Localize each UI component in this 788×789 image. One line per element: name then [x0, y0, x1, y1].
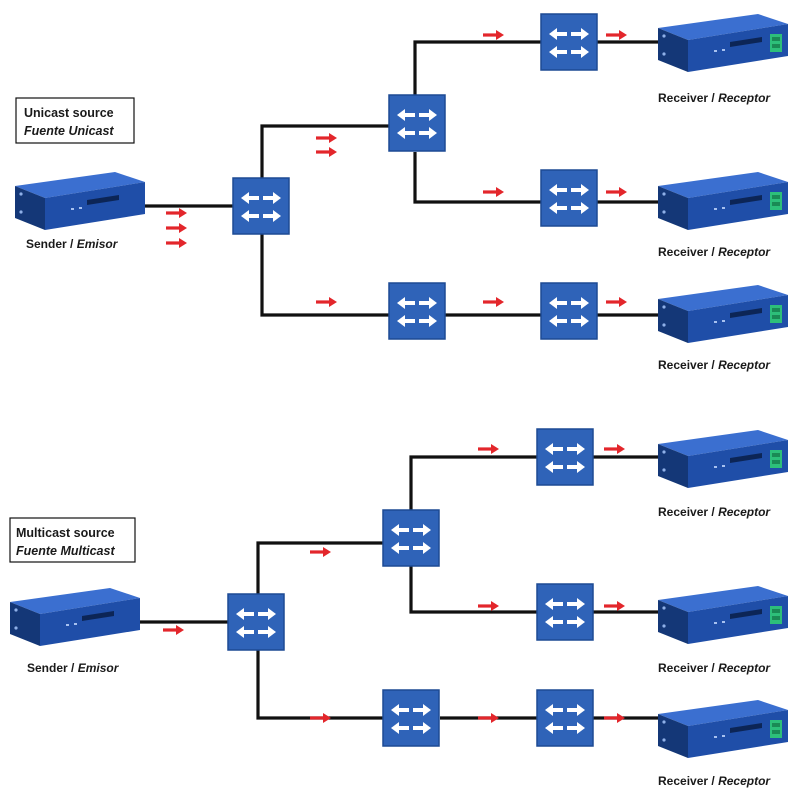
multicast-branch-switch-icon	[382, 509, 440, 567]
multicast-section: Multicast source Fuente Multicast Sender…	[9, 428, 788, 788]
multicast-receiver-3-device-icon	[658, 700, 788, 758]
unicast-receiver-1-label: Receiver / Receptor	[658, 91, 771, 105]
multicast-receiver-1-device-icon	[658, 430, 788, 488]
multicast-bottom-switch-a-icon	[382, 689, 440, 747]
multicast-source-subtitle: Fuente Multicast	[16, 544, 115, 558]
multicast-source-box: Multicast source Fuente Multicast	[9, 517, 136, 563]
multicast-receiver-2-label: Receiver / Receptor	[658, 661, 771, 675]
unicast-receiver-1-device-icon	[658, 14, 788, 72]
unicast-source-box: Unicast source Fuente Unicast	[15, 97, 135, 144]
unicast-section: Unicast source Fuente Unicast Sender / E…	[15, 13, 788, 372]
unicast-links	[145, 40, 660, 317]
unicast-receiver-3-label: Receiver / Receptor	[658, 358, 771, 372]
multicast-receiver-2-device-icon	[658, 586, 788, 644]
unicast-receiver-3-device-icon	[658, 285, 788, 343]
unicast-sender-device-icon	[15, 172, 145, 230]
multicast-bottom-switch-b-icon	[536, 689, 594, 747]
multicast-edge-switch-middle-icon	[536, 583, 594, 641]
unicast-receiver-2-device-icon	[658, 172, 788, 230]
unicast-branch-switch-icon	[388, 94, 446, 152]
multicast-source-title: Multicast source	[16, 526, 115, 540]
unicast-bottom-switch-b-icon	[540, 282, 598, 340]
multicast-sender-device-icon	[10, 588, 140, 646]
unicast-source-title: Unicast source	[24, 106, 114, 120]
multicast-sender-label: Sender / Emisor	[27, 661, 120, 675]
unicast-bottom-switch-a-icon	[388, 282, 446, 340]
unicast-edge-switch-middle-icon	[540, 169, 598, 227]
unicast-edge-switch-top-icon	[540, 13, 598, 71]
multicast-edge-switch-top-icon	[536, 428, 594, 486]
multicast-core-switch-icon	[227, 593, 285, 651]
unicast-source-subtitle: Fuente Unicast	[24, 124, 114, 138]
multicast-receiver-3-label: Receiver / Receptor	[658, 774, 771, 788]
unicast-sender-label: Sender / Emisor	[26, 237, 119, 251]
multicast-receiver-1-label: Receiver / Receptor	[658, 505, 771, 519]
unicast-flow-arrows	[166, 30, 627, 307]
unicast-core-switch-icon	[232, 177, 290, 235]
unicast-receiver-2-label: Receiver / Receptor	[658, 245, 771, 259]
